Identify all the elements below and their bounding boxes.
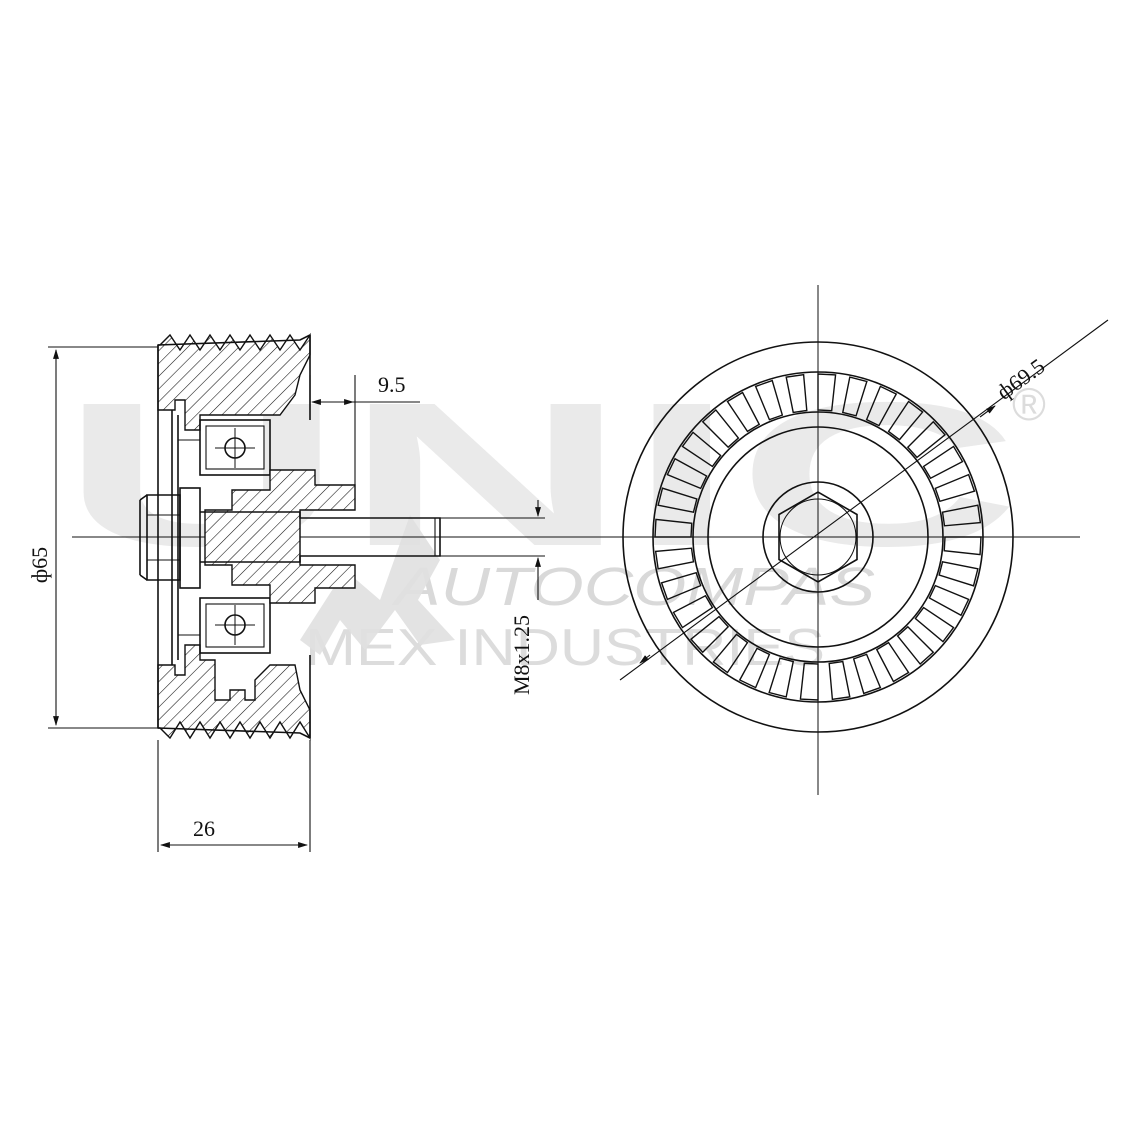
dimension-pulley-diameter: ф65: [27, 346, 158, 729]
rib-segment: [938, 560, 979, 587]
rib-segment: [672, 594, 714, 629]
rib-segment: [768, 657, 795, 698]
bearing-upper: [199, 419, 271, 476]
rib-segment: [701, 408, 740, 449]
rib-segment: [928, 584, 970, 617]
dimension-offset-label: 9.5: [378, 372, 406, 397]
washer: [179, 487, 201, 589]
rib-segment: [852, 653, 882, 695]
rib-segment: [865, 385, 898, 427]
watermark-logo-emblem: [300, 515, 455, 655]
rib-segment: [922, 445, 964, 480]
rib-segment: [785, 373, 808, 414]
rib-segment: [934, 473, 976, 503]
rib-segment: [712, 633, 749, 674]
rib-segment: [828, 660, 851, 701]
rib-segment: [654, 547, 695, 570]
hex-bolt-head: [778, 491, 858, 583]
rib-segment: [906, 420, 947, 459]
rib-segment: [666, 457, 708, 490]
rib-segment: [841, 376, 868, 417]
rib-segment: [681, 431, 722, 468]
rib-ring-outer: [652, 371, 984, 703]
rib-segment: [660, 571, 702, 601]
hub-spacer: [204, 469, 356, 604]
rib-segment: [914, 606, 955, 643]
rib-segment: [654, 518, 693, 538]
dimension-thread-label: M8x1.25: [509, 615, 534, 695]
web-ring: [707, 426, 929, 648]
watermark-line2: MEX INDUSTRIES: [305, 619, 825, 677]
dimension-thread: M8x1.25: [440, 500, 545, 695]
rib-segment: [726, 391, 761, 433]
bearing-lower: [199, 597, 271, 654]
outer-rim: [622, 341, 1014, 733]
rib-segment: [941, 504, 982, 527]
rib-segment: [738, 647, 771, 689]
rib-segment: [689, 615, 730, 654]
rib-pattern: [654, 373, 982, 701]
pulley-body-upper: [157, 332, 311, 431]
bolt-shank: [200, 511, 441, 563]
dimension-pulley-diameter-label: ф65: [27, 547, 52, 583]
rib-segment: [896, 625, 935, 666]
rib-segment: [943, 536, 982, 556]
dimension-offset: 9.5: [309, 372, 420, 485]
rib-segment: [817, 373, 837, 412]
rib-segment: [657, 487, 698, 514]
rib-segment: [875, 641, 910, 683]
dimension-width: 26: [157, 740, 311, 852]
rib-segment: [887, 400, 924, 441]
watermark-line1: AUTOCOMPAS: [391, 557, 875, 617]
pulley-section-view: ф65 9.5 26 M8x1.25: [27, 332, 560, 852]
dust-shield: [171, 410, 200, 665]
rib-segment: [754, 379, 784, 421]
rib-segment: [799, 662, 819, 701]
rib-ring-inner: [692, 411, 944, 663]
pulley-body-lower: [157, 644, 311, 741]
hub-ring: [762, 481, 874, 593]
dimension-width-label: 26: [193, 816, 215, 841]
